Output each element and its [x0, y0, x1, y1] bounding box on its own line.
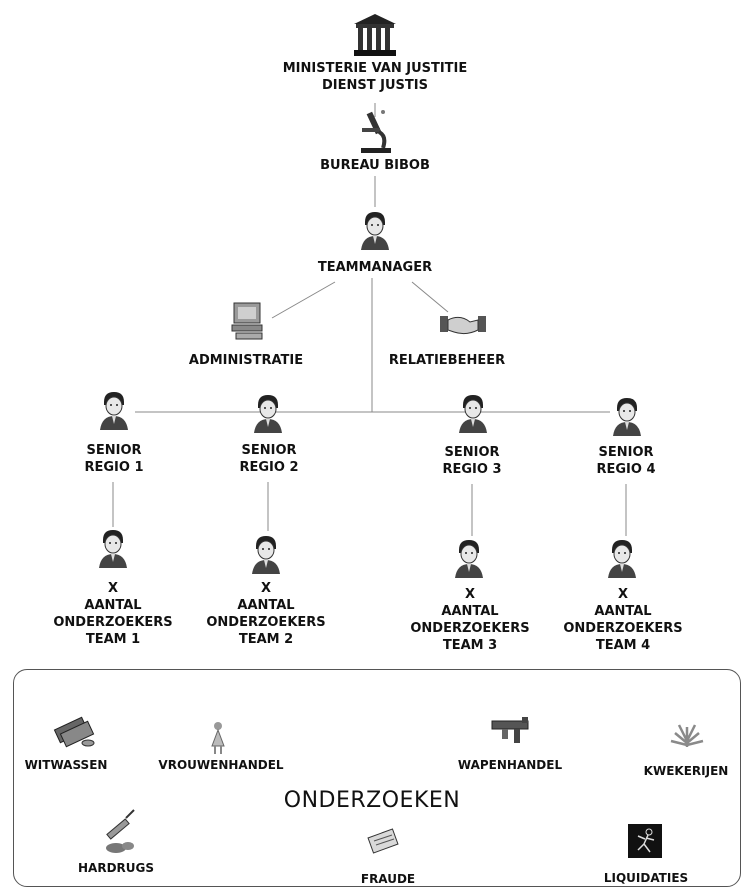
crime-scene-icon	[628, 824, 662, 858]
senior-role: SENIOR	[444, 445, 500, 460]
relations-label: RELATIEBEHEER	[388, 353, 506, 368]
senior-role: SENIOR	[241, 443, 297, 458]
person-icon	[361, 212, 389, 250]
team-amount: AANTAL	[594, 604, 652, 619]
person-icon	[252, 536, 280, 574]
team-count: X	[464, 587, 476, 602]
person-icon	[608, 540, 636, 578]
team-name: TEAM 4	[595, 638, 651, 653]
person-icon	[254, 395, 282, 433]
team-4-label: X AANTAL ONDERZOEKERS TEAM 4	[563, 586, 682, 654]
person-icon	[455, 540, 483, 578]
ministry-service: DIENST JUSTIS	[322, 78, 428, 93]
computer-icon	[231, 302, 263, 340]
investigations-panel	[13, 669, 741, 887]
person-icon	[99, 530, 127, 568]
ministry-name: MINISTERIE VAN JUSTITIE	[282, 61, 468, 76]
senior-regio-2-label: SENIOR REGIO 2	[239, 442, 298, 476]
senior-region: REGIO 2	[239, 460, 299, 475]
person-icons	[99, 212, 641, 578]
team-role: ONDERZOEKERS	[53, 615, 173, 630]
government-building-icon	[354, 14, 396, 56]
team-3-label: X AANTAL ONDERZOEKERS TEAM 3	[410, 586, 529, 654]
item-liquidaties: LIQUIDATIES	[603, 871, 689, 885]
senior-regio-1-label: SENIOR REGIO 1	[84, 442, 143, 476]
item-witwassen: WITWASSEN	[24, 758, 108, 772]
woman-icon	[211, 722, 225, 754]
syringe-icon	[106, 809, 135, 853]
item-kwekerijen: KWEKERIJEN	[643, 764, 729, 778]
team-name: TEAM 1	[85, 632, 141, 647]
handshake-icon	[440, 316, 486, 335]
team-1-label: X AANTAL ONDERZOEKERS TEAM 1	[53, 580, 172, 648]
team-name: TEAM 2	[238, 632, 294, 647]
gun-icon	[491, 717, 529, 743]
senior-role: SENIOR	[86, 443, 142, 458]
microscope-icon	[361, 110, 391, 153]
team-role: ONDERZOEKERS	[410, 621, 530, 636]
administration-label: ADMINISTRATIE	[188, 353, 304, 368]
team-amount: AANTAL	[441, 604, 499, 619]
senior-role: SENIOR	[598, 445, 654, 460]
team-name: TEAM 3	[442, 638, 498, 653]
team-2-label: X AANTAL ONDERZOEKERS TEAM 2	[206, 580, 325, 648]
person-icon	[613, 398, 641, 436]
investigations-title: ONDERZOEKEN	[283, 788, 461, 813]
person-icon	[459, 395, 487, 433]
connector-lines	[112, 103, 627, 536]
document-icon	[367, 828, 399, 854]
item-hardrugs: HARDRUGS	[77, 861, 155, 875]
person-icon	[100, 392, 128, 430]
manager-label: TEAMMANAGER	[317, 260, 433, 275]
senior-region: REGIO 3	[442, 462, 502, 477]
item-fraude: FRAUDE	[360, 872, 416, 886]
cannabis-leaf-icon	[670, 724, 704, 747]
team-amount: AANTAL	[237, 598, 295, 613]
senior-regio-4-label: SENIOR REGIO 4	[596, 444, 655, 478]
bureau-label: BUREAU BIBOB	[320, 158, 430, 173]
item-vrouwenhandel: VROUWENHANDEL	[158, 758, 284, 772]
team-role: ONDERZOEKERS	[563, 621, 683, 636]
team-role: ONDERZOEKERS	[206, 615, 326, 630]
team-count: X	[107, 581, 119, 596]
ministry-label: MINISTERIE VAN JUSTITIE DIENST JUSTIS	[283, 60, 468, 94]
senior-region: REGIO 4	[596, 462, 656, 477]
senior-region: REGIO 1	[84, 460, 144, 475]
team-count: X	[260, 581, 272, 596]
money-icon	[53, 716, 95, 748]
item-wapenhandel: WAPENHANDEL	[457, 758, 563, 772]
team-amount: AANTAL	[84, 598, 142, 613]
senior-regio-3-label: SENIOR REGIO 3	[442, 444, 501, 478]
team-count: X	[617, 587, 629, 602]
